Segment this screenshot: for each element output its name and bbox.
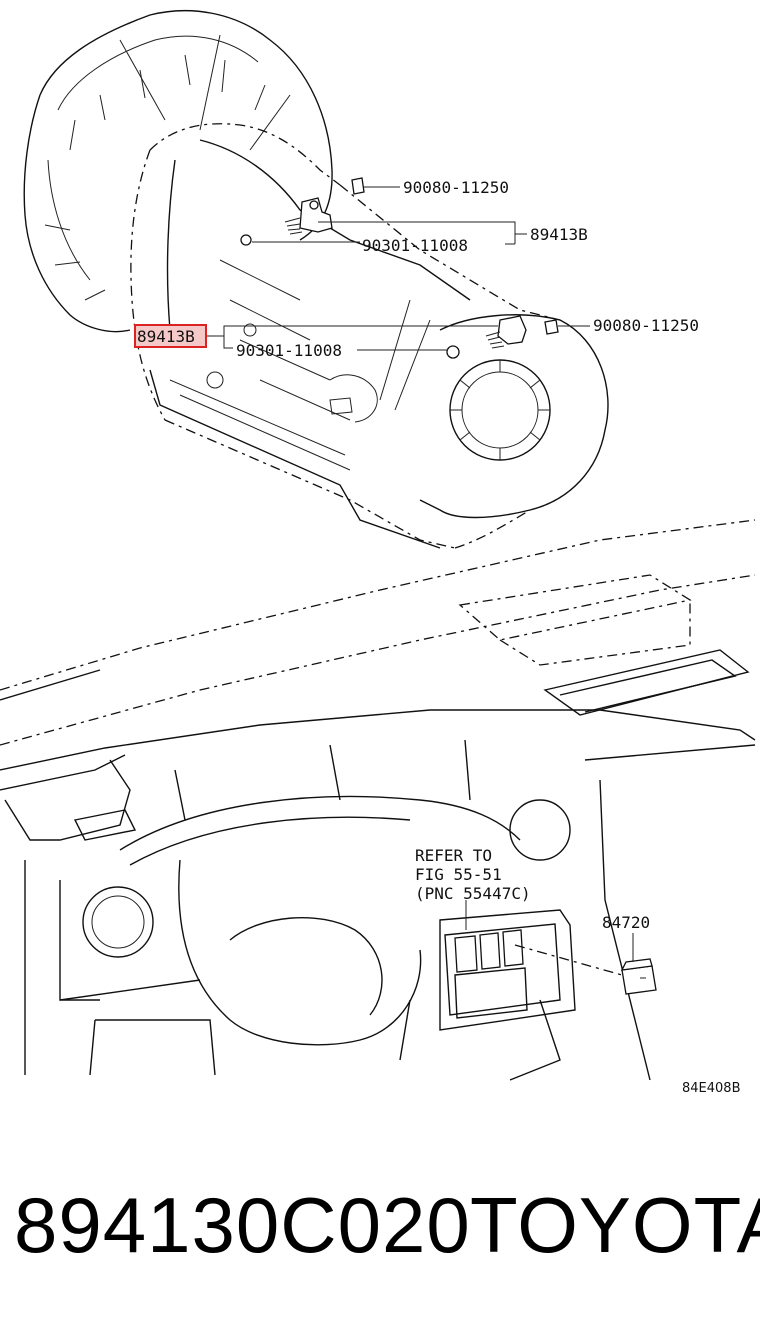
leader-lines [206,186,590,351]
refer-line-3: (PNC 55447C) [415,884,531,903]
parts-diagram: 90080-11250 89413B 90301-11008 89413B 90… [0,10,756,1096]
callout-oring-top: 90301-11008 [362,236,468,255]
speed-sensor-top-drawing [240,177,365,246]
footer: 894130C020 TOYOTA [0,1180,760,1290]
callout-highlighted-part: 89413B [137,327,195,346]
figure-code: 84E408B [682,1081,741,1096]
refer-line-1: REFER TO [415,846,492,865]
highlight-box [134,324,207,348]
dashboard-drawing [0,519,756,1081]
transmission-drawing [23,10,609,549]
part-number: 894130C020 [14,1181,471,1269]
brand-name: TOYOTA [470,1181,760,1269]
callout-labels-transmission: 90080-11250 89413B 90301-11008 89413B 90… [134,178,699,360]
refer-line-2: FIG 55-51 [415,865,502,884]
callout-switch-part: 84720 [602,913,650,932]
callout-bolt-top: 90080-11250 [403,178,509,197]
callout-bracket-top: 89413B [530,225,588,244]
callout-oring-mid: 90301-11008 [236,341,342,360]
callout-labels-dashboard: REFER TO FIG 55-51 (PNC 55447C) 84720 84… [415,846,741,1096]
speed-sensor-right-drawing [446,315,559,359]
leader-lines-dashboard [465,900,634,976]
callout-bolt-right: 90080-11250 [593,316,699,335]
